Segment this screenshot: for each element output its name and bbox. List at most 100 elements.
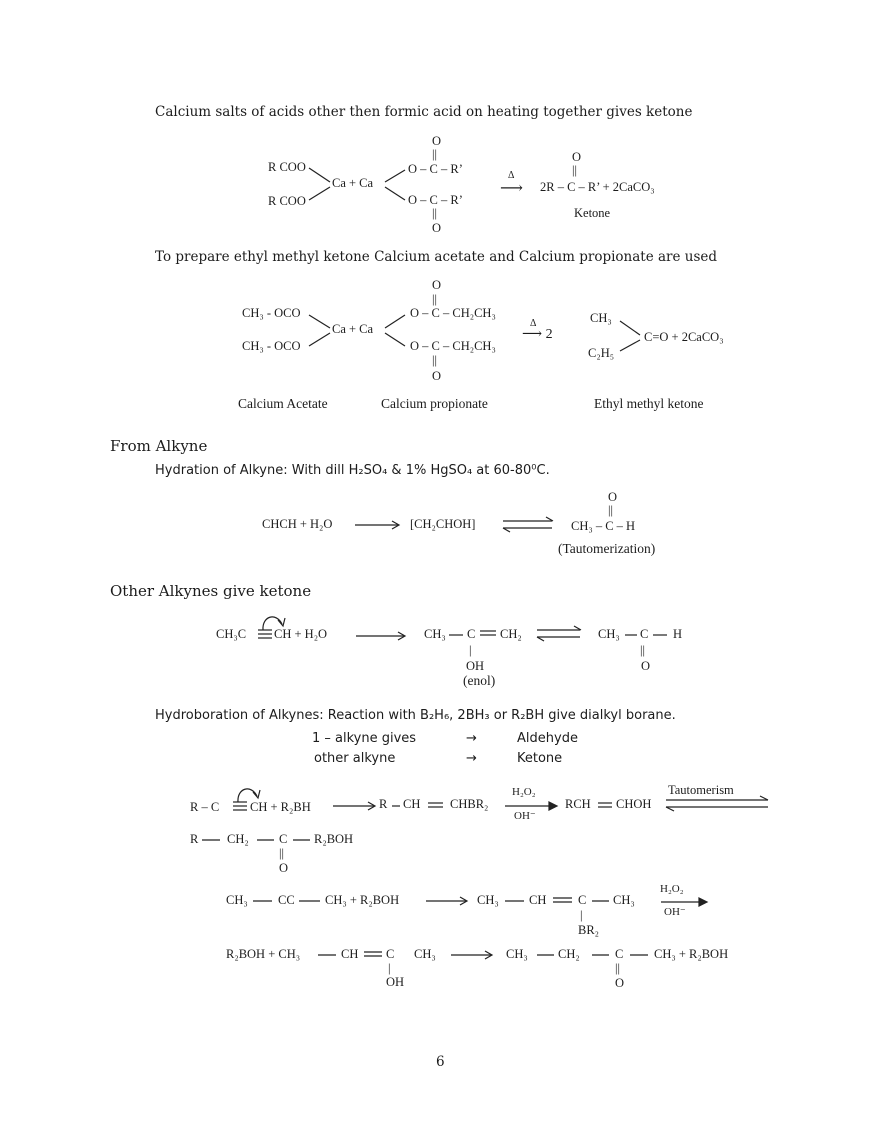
heat-symbol: Δ [508,170,515,181]
hydration-text: : With dill H₂SO₄ & 1% HgSO₄ at 60-80⁰C. [283,463,550,478]
eq5-tautomerism: Tautomerism [668,783,734,797]
label-calcium-propionate: Calcium propionate [381,396,488,411]
page-number: 6 [436,1054,445,1070]
eq7-r2boh-ch3: R₂BOH + CH₃ [226,947,301,961]
hydration-label: Hydration of Alkyne [155,463,284,478]
eq4-product-dbl: || [640,643,646,657]
eq7-oh: OH [386,975,405,989]
prep-text: To prepare ethyl methyl ketone Calcium a… [155,249,718,265]
eq3-oxygen: O [608,490,618,504]
table-row-1-a: 1 – alkyne gives [312,731,417,746]
eq6-prod-ch: CH [529,893,547,907]
eq5-rch: RCH [565,797,591,811]
oxygen-bottom-2: O [432,369,442,383]
eq5-row2-c: C [279,832,288,846]
propionate-top: O – C – CH₂CH₃ [410,306,496,320]
double-bond-top-2: || [432,292,438,306]
eq4-c: C [467,627,476,641]
label-calcium-acetate: Calcium Acetate [238,396,328,411]
eq7-prod-dbl: || [615,961,621,975]
eq7-c: C [386,947,395,961]
hydroboration-text: Reaction with B₂H₆, 2BH₃ or R₂BH give di… [323,708,676,723]
eq5-row2-ch2: CH₂ [227,832,249,846]
eq7-prod-ch2: CH₂ [558,947,580,961]
eq4-bar: | [469,643,472,657]
eq4-ch-h2o: CH + H₂O [274,627,328,641]
propionate-bottom: O – C – CH₂CH₃ [410,339,496,353]
table-row-2-arrow: → [466,751,477,766]
eq4-enol: (enol) [463,673,496,688]
eq7-prod-ch3-r2boh: CH₃ + R₂BOH [654,947,729,961]
product-label: Ketone [574,206,611,220]
double-bond-bottom-2: || [432,353,438,367]
product-main: C=O + 2CaCO₃ [644,330,724,344]
label-ethyl-methyl-ketone: Ethyl methyl ketone [594,396,704,411]
oxygen-top: O [432,134,442,148]
eq5-ch: CH [403,797,421,811]
eq7-bar: | [388,961,391,975]
acetate-top: CH₃ - OCO [242,306,301,320]
table-row-2-b: Ketone [517,751,563,766]
eq6-bar: | [580,908,583,922]
product-oxygen: O [572,150,582,164]
ester-bottom: O – C – R’ [408,193,463,207]
calcium-label-2: Ca + Ca [332,322,374,336]
eq6-oh: OH⁻ [664,906,686,918]
eq4-product-c: C [640,627,649,641]
eq5-row2-r2boh: R₂BOH [314,832,354,846]
eq5-chbr2: CHBR₂ [450,797,489,811]
eq5-row2-dbl: || [279,846,285,860]
eq3-intermediate: [CH₂CHOH] [410,517,476,531]
eq4-oh: OH [466,659,485,673]
eq4-product-h: H [673,627,683,641]
product-ketone: 2R – C – R’ + 2CaCO₃ [540,180,655,194]
ester-top: O – C – R’ [408,162,463,176]
eq4-ch3c: CH₃C [216,627,247,641]
eq6-br2: BR₂ [578,923,600,937]
eq5-h2o2: H₂O₂ [512,786,536,798]
reaction-arrow-2: ⟶ 2 [522,327,553,342]
eq7-prod-o: O [615,976,625,990]
eq4-product-ch3: CH₃ [598,627,620,641]
eq4-ch3: CH₃ [424,627,446,641]
table-row-1-arrow: → [466,731,477,746]
eq6-ch3: CH₃ [226,893,248,907]
eq6-ch3-r2boh: CH₃ + R₂BOH [325,893,400,907]
eq5-ch-r2bh: CH + R₂BH [250,800,311,814]
reactant-rcoo-top: R COO [268,160,306,174]
eq5-oh: OH⁻ [514,810,536,822]
oxygen-top-2: O [432,278,442,292]
eq3-reactants: CHCH + H₂O [262,517,333,531]
product-double-bond: || [572,163,578,177]
reaction-arrow: ⟶ [500,180,523,197]
double-bond-top: || [432,147,438,161]
eq6-h2o2: H₂O₂ [660,883,684,895]
product-ch3: CH₃ [590,311,612,325]
oxygen-bottom: O [432,221,442,235]
eq5-r: R [379,797,388,811]
eq5-row2-o: O [279,861,289,875]
eq4-ch2: CH₂ [500,627,522,641]
table-row-1-b: Aldehyde [517,731,578,746]
eq6-prod-ch3: CH₃ [477,893,499,907]
eq3-tautomerization: (Tautomerization) [558,541,656,556]
eq7-prod-ch3: CH₃ [506,947,528,961]
eq5-row2-r: R [190,832,199,846]
hydroboration-label: Hydroboration of Alkynes: [155,708,324,723]
hydration-line: Hydration of Alkyne: With dill H₂SO₄ & 1… [155,462,550,478]
eq7-ch3: CH₃ [414,947,436,961]
acetate-bottom: CH₃ - OCO [242,339,301,353]
eq4-product-o: O [641,659,651,673]
hydroboration-line: Hydroboration of Alkynes: Reaction with … [155,707,676,723]
eq7-ch: CH [341,947,359,961]
double-bond-bottom: || [432,206,438,220]
eq6-cc: CC [278,893,295,907]
eq6-prod-c: C [578,893,587,907]
eq3-product: CH₃ – C – H [571,519,636,533]
eq7-prod-c: C [615,947,624,961]
eq5-choh: CHOH [616,797,652,811]
product-c2h5: C₂H₅ [588,346,615,360]
calcium-label: Ca + Ca [332,176,374,190]
eq3-double-bond: || [608,503,614,517]
table-row-2-a: other alkyne [314,751,396,766]
